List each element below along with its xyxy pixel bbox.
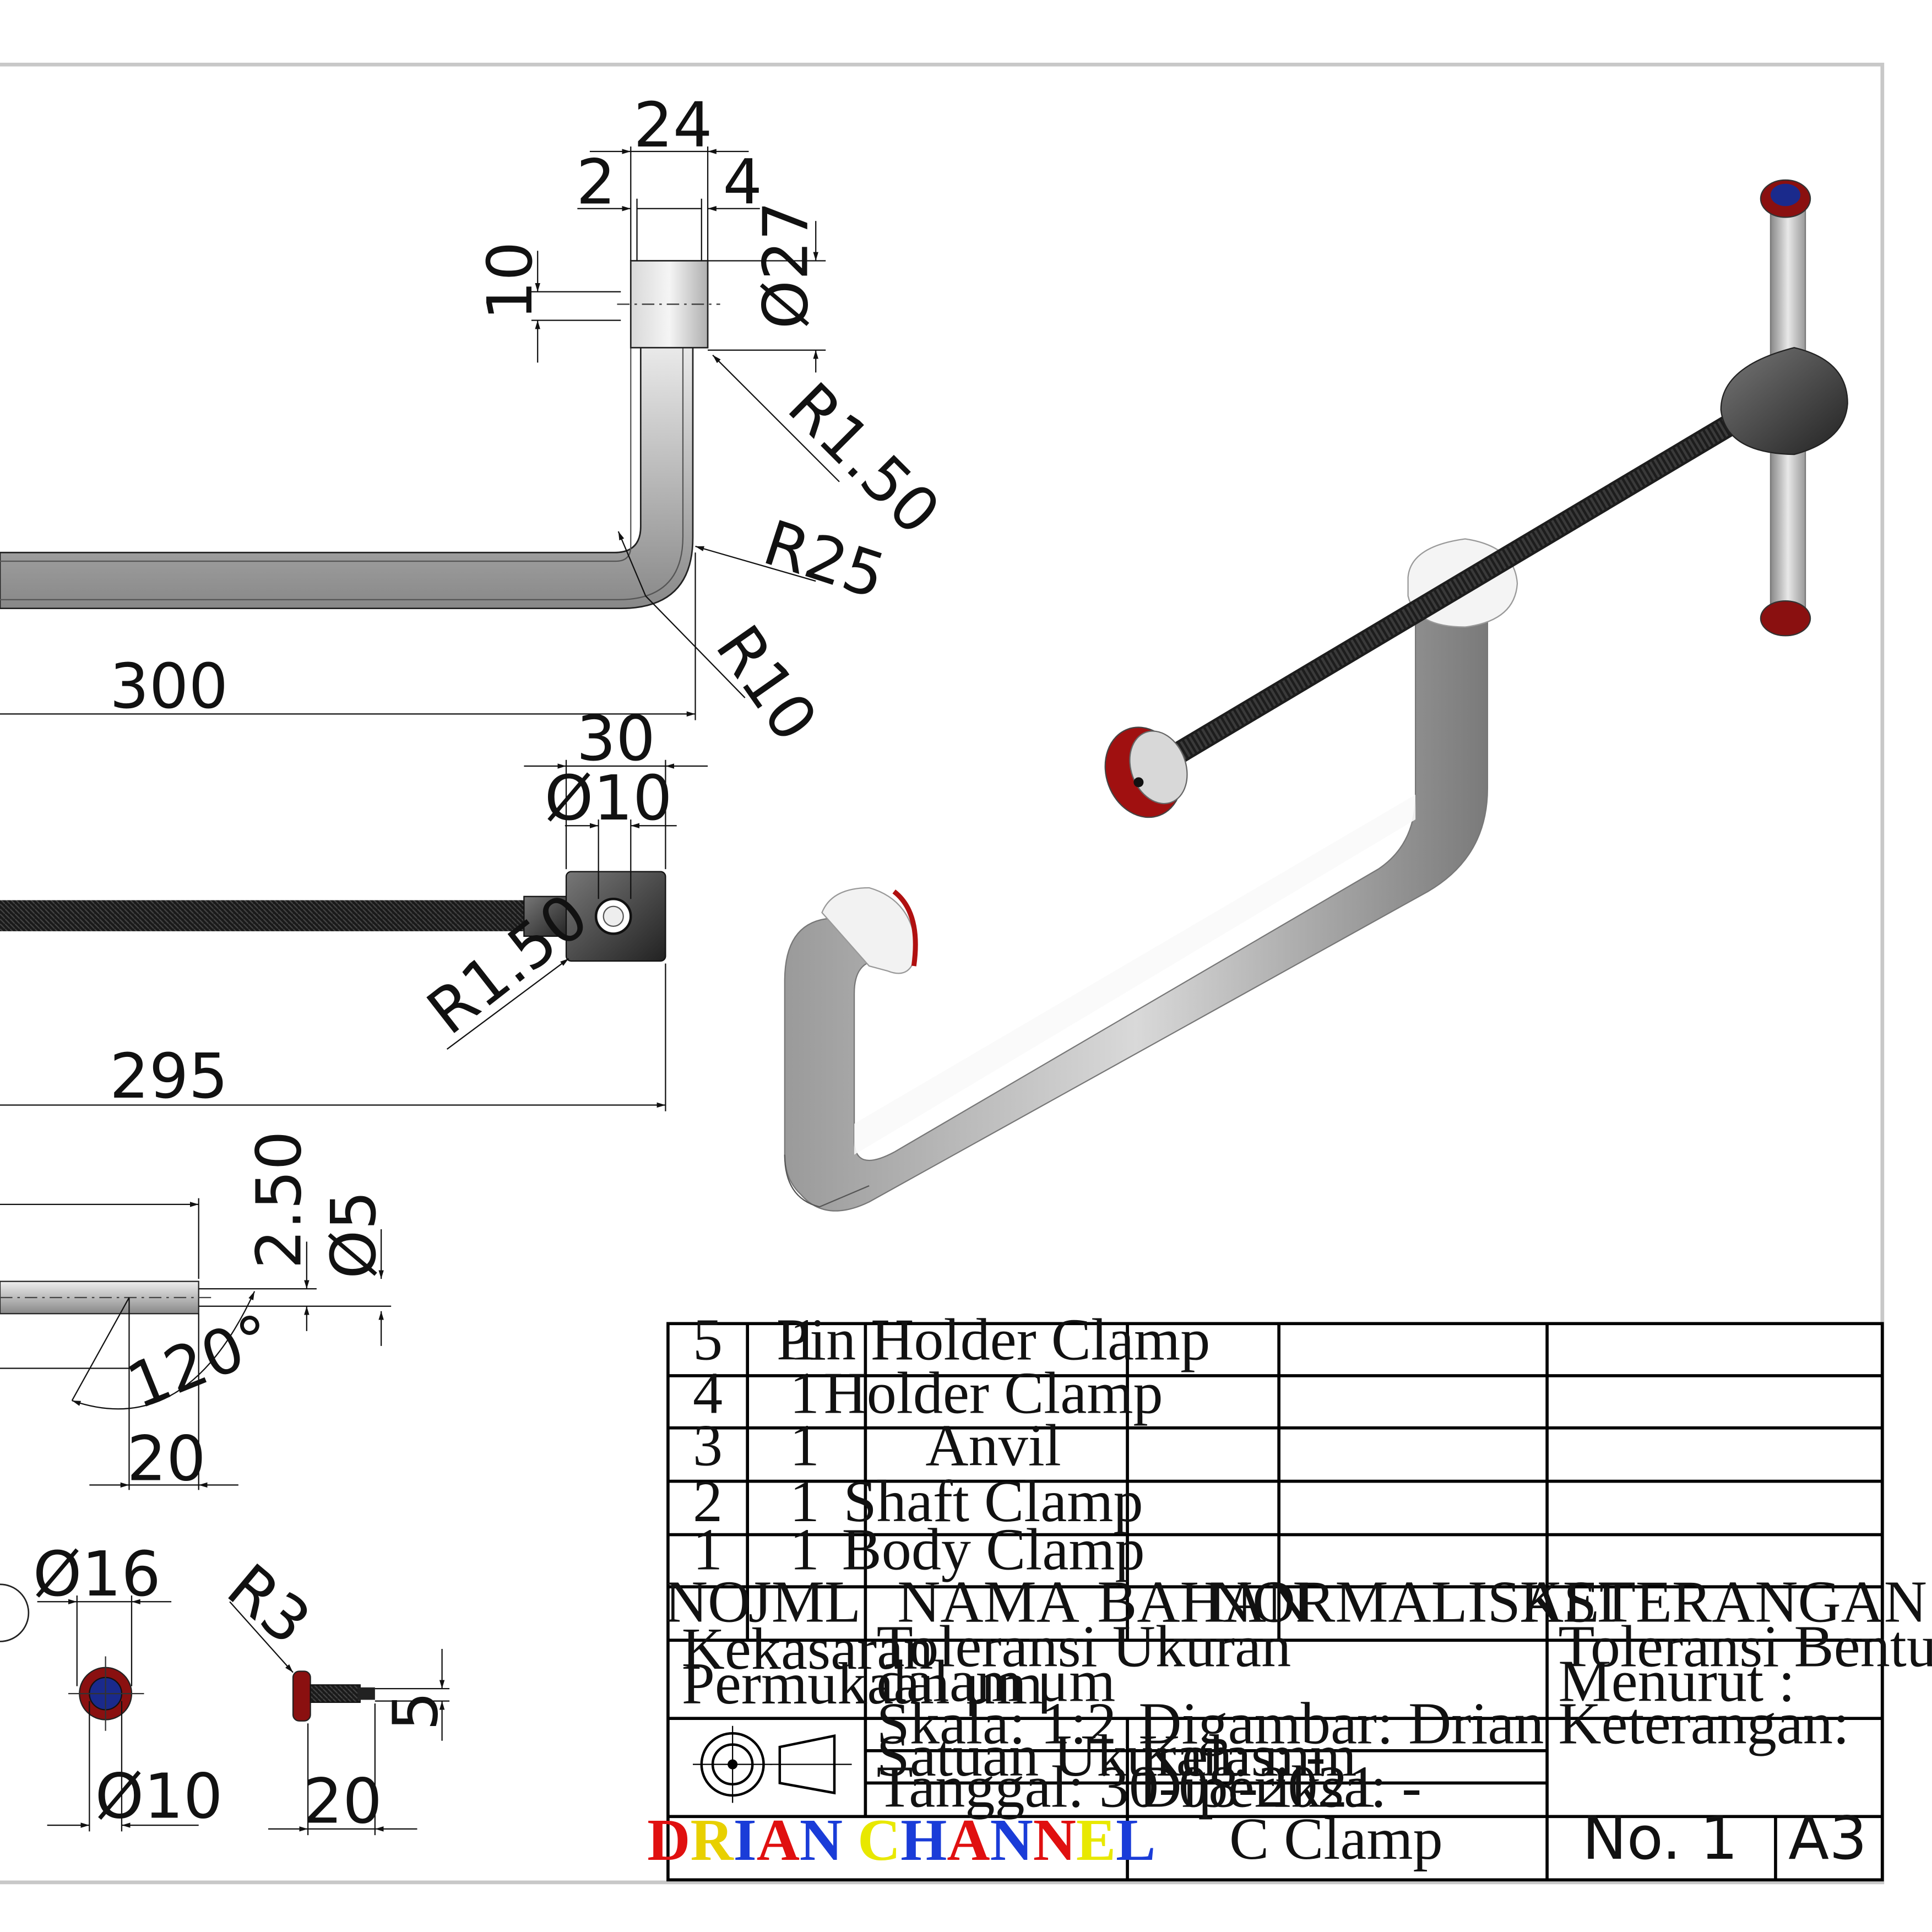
cell-jml: 1 [790,1361,820,1426]
header-bahan: BAHAN [1097,1569,1309,1635]
checked-by: Diperiksa: - [1138,1754,1421,1820]
cell-nama: Shaft Clamp [844,1469,1143,1534]
cell-nama: Pin Holder Clamp [777,1307,1210,1373]
scale-value: Skala: 1:2 [877,1691,1117,1756]
unit-value: Satuan Ukuran: mm [877,1723,1357,1789]
class-value: Kelas: - [1138,1723,1326,1789]
brand-logo: DRIAN CHANNEL [647,1808,1155,1873]
cell-jml: 1 [790,1517,820,1583]
holder-view [292,1670,375,1722]
dim-pin-end-length: 20 [127,1422,205,1495]
dim-body-bend-outer: R25 [755,506,894,613]
dim-body-diameter: Ø27 [749,201,822,329]
brand-letter: I [734,1808,757,1873]
dim-shaft-head-width: 30 [577,702,655,775]
shaft-thread [0,900,528,931]
holder-cap [292,1670,311,1722]
brand-letter [843,1808,858,1873]
dim-pin-chamfer: 2.50 [243,1131,316,1269]
body-clamp-profile [0,334,694,610]
brand-letter: D [647,1808,690,1873]
dim-body-length: 300 [110,650,228,723]
brand-letter: A [947,1808,990,1873]
iso-handle-cap-bottom [1760,600,1811,637]
cell-no: 1 [693,1517,723,1583]
brand-letter: A [757,1808,800,1873]
anvil-dimensions: Ø16 Ø10 [33,1538,223,1833]
remarks-label: Keterangan: [1558,1691,1849,1756]
form-tolerance-label-2: Menurut : [1558,1649,1795,1714]
tolerance-label-1: Toleransi Ukuran [877,1614,1291,1680]
cell-nama: Body Clamp [842,1517,1145,1583]
dim-body-gap-right: 4 [723,146,762,219]
sheet-size: A3 [1788,1804,1867,1873]
sheet-border [0,62,1885,1885]
dim-body-width: 24 [633,89,712,161]
brand-letter: N [990,1808,1033,1873]
roughness-label-1: Kekasaran [682,1616,934,1682]
dim-body-gap-left: 2 [576,146,616,219]
dim-body-slot: 10 [474,241,546,320]
date-value: Tanggal: 30-08-2021 [877,1754,1377,1820]
cell-nama: Anvil [925,1413,1061,1478]
tolerance-label-2: dalam μm [877,1649,1116,1714]
cell-nama: Holder Clamp [824,1361,1163,1426]
dim-holder-radius: R3 [214,1550,324,1659]
header-jml: JML [748,1569,861,1635]
cell-jml: 1 [790,1307,820,1373]
dim-body-bend-inner: R10 [702,612,831,754]
anvil-view [0,1583,144,1731]
header-keterangan: KETERANGAN [1520,1569,1927,1635]
brand-letter: N [800,1808,843,1873]
pin-view [0,1280,211,1315]
roughness-symbol [693,1725,852,1803]
shaft-clamp-view [0,871,666,962]
dim-shaft-hole: Ø10 [545,762,672,834]
dim-anvil-inner: Ø10 [95,1760,222,1833]
body-clamp-dimensions: 24 2 4 10 Ø27 R1.50 R25 R10 300 [0,89,954,754]
dim-holder-height: 5 [379,1691,452,1731]
roughness-label-2: Permukaan μm [682,1651,1043,1717]
header-normalisasi: NORMALISASI [1209,1569,1616,1635]
cell-jml: 1 [790,1413,820,1478]
brand-letter: R [690,1808,734,1873]
cell-no: 2 [693,1469,723,1534]
brand-letter: N [1033,1808,1076,1873]
dim-anvil-outer: Ø16 [33,1538,161,1610]
brand-letter: E [1076,1808,1116,1873]
form-tolerance-label-1: Toleransi Bentuk dan Posisi [1558,1614,1932,1680]
dim-pin-diameter: Ø5 [317,1191,390,1279]
cell-jml: 1 [790,1469,820,1534]
body-clamp-view [0,260,720,610]
brand-letter: H [900,1808,947,1873]
drawing-number: No. 1 [1582,1804,1738,1873]
cell-no: 5 [693,1307,723,1373]
cell-no: 4 [693,1361,723,1426]
brand-letter: C [858,1808,900,1873]
iso-handle-head [1720,347,1848,455]
dim-shaft-length: 295 [110,1040,228,1112]
brand-letter: L [1116,1808,1155,1873]
drawn-by: Digambar: Drian [1138,1691,1544,1756]
header-no: NO [665,1569,751,1635]
header-nama: NAMA [897,1569,1079,1635]
isometric-assembly [784,179,1848,1212]
dim-pin-angle: 120° [117,1300,283,1423]
cell-no: 3 [693,1413,723,1478]
iso-body-tail [821,887,917,974]
drawing-title: C Clamp [1229,1806,1443,1872]
dim-holder-length: 20 [303,1765,382,1838]
